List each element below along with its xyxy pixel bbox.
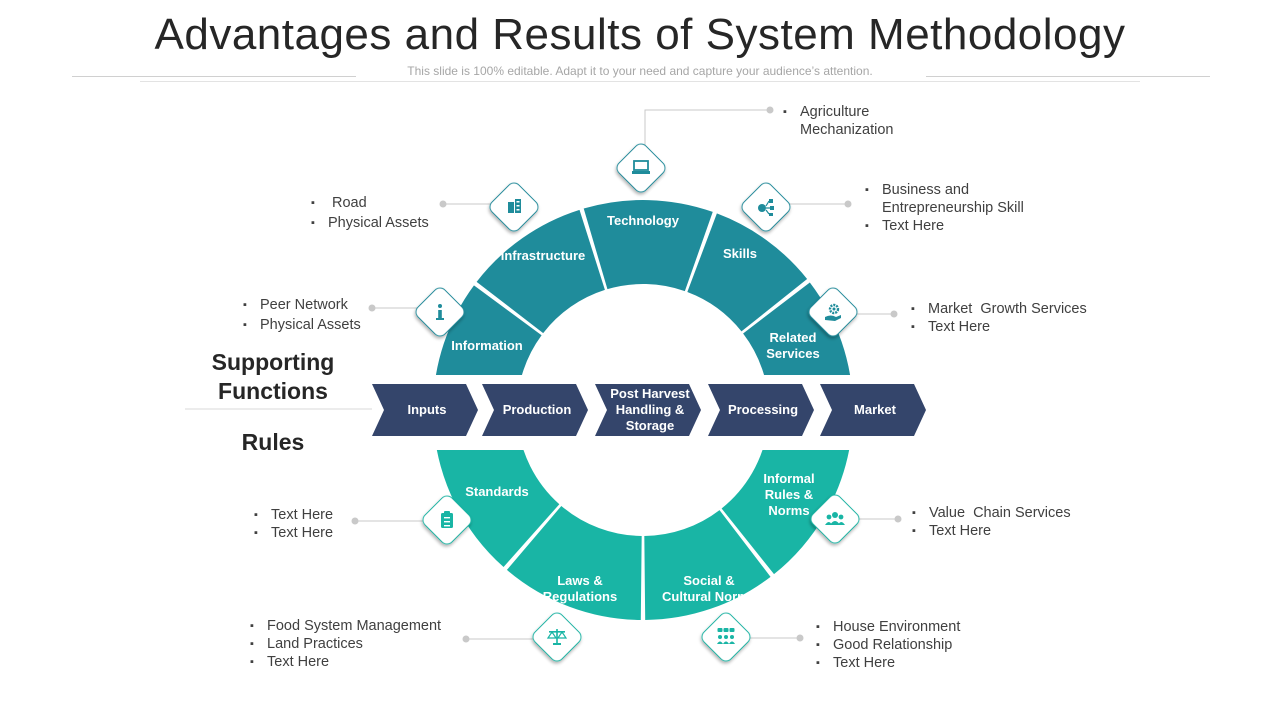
callout-item: Peer Network [240, 296, 361, 314]
segment-technology [583, 200, 713, 292]
callout-informal: Value Chain Services Text Here [909, 504, 1129, 540]
connector-line [644, 109, 770, 145]
callout-item: Good Relationship [813, 636, 960, 654]
segment-label-skills: Skills [723, 246, 757, 261]
callout-skills: Business and Entrepreneurship Skill Text… [862, 181, 1062, 235]
chevron-inputs [372, 384, 478, 436]
connector-dot [890, 310, 898, 318]
people-group-icon [810, 494, 860, 544]
connector-dot [351, 517, 359, 525]
title-rule-left [72, 76, 356, 77]
callout-item: Market Growth Services [908, 300, 1128, 318]
callout-item: Text Here [862, 217, 1062, 235]
callout-item: Text Here [247, 653, 441, 671]
segment-informal-rules-and-norms [721, 450, 850, 575]
chevron-label-inputs: Inputs [408, 402, 447, 417]
chevron-market [820, 384, 926, 436]
callout-item: Text Here [251, 506, 333, 524]
supporting-functions-heading: Supporting Functions [211, 349, 335, 404]
skills-network-icon [741, 182, 791, 232]
chevron-label-processing: Processing [728, 402, 798, 417]
callout-laws: Food System Management Land Practices Te… [247, 617, 441, 671]
callout-infrastructure: Road Physical Assets [308, 194, 429, 232]
callout-item: Text Here [909, 522, 1129, 540]
callout-item: Business and Entrepreneurship Skill [862, 181, 1062, 217]
laptop-icon [616, 143, 666, 193]
segment-social-and-cultural-norms [644, 510, 771, 620]
gear-hand-icon [808, 287, 858, 337]
segment-label-standards: Standards [465, 484, 529, 499]
slide-subtitle: This slide is 100% editable. Adapt it to… [407, 64, 873, 78]
segment-skills [687, 213, 808, 332]
segment-laws-and-regulations [506, 505, 642, 620]
callout-information: Peer Network Physical Assets [240, 296, 361, 334]
callout-social: House Environment Good Relationship Text… [813, 618, 960, 672]
callout-item: Physical Assets [308, 214, 429, 232]
chevron-post-harvest-handling-and-storage [595, 384, 701, 436]
callout-item: House Environment [813, 618, 960, 636]
connector-dot [796, 634, 804, 642]
connector-dot [844, 200, 852, 208]
callout-item: Agriculture Mechanization [780, 103, 920, 139]
building-icon [489, 182, 539, 232]
callout-item: Text Here [251, 524, 333, 542]
segment-label-technology: Technology [607, 213, 680, 228]
segment-label-social-and-cultural-norms: Social &Cultural Norms [662, 573, 756, 604]
callout-item: Physical Assets [240, 316, 361, 334]
callout-item: Food System Management [247, 617, 441, 635]
callout-item: Road [308, 194, 429, 212]
title-rule-under [140, 81, 1140, 82]
segment-icons [415, 143, 860, 662]
callout-related-services: Market Growth Services Text Here [908, 300, 1128, 336]
rules-heading: Rules [241, 429, 305, 455]
community-icon [701, 612, 751, 662]
connector-dot [462, 635, 470, 643]
callout-item: Text Here [813, 654, 960, 672]
segment-label-laws-and-regulations: Laws &Regulations [543, 573, 617, 604]
checklist-icon [422, 495, 472, 545]
callout-standards: Text Here Text Here [251, 506, 333, 542]
connector-dot [766, 106, 774, 114]
info-icon [415, 287, 465, 337]
scales-icon [532, 612, 582, 662]
connector-dot [439, 200, 447, 208]
segment-label-infrastructure: Infrastructure [501, 248, 586, 263]
callout-item: Text Here [908, 318, 1128, 336]
callout-item: Land Practices [247, 635, 441, 653]
segment-infrastructure [476, 209, 605, 334]
chevron-production [482, 384, 588, 436]
callout-technology: Agriculture Mechanization [780, 103, 920, 139]
chevron-label-production: Production [503, 402, 572, 417]
callout-item: Value Chain Services [909, 504, 1129, 522]
connector-dot [894, 515, 902, 523]
segment-label-information: Information [451, 338, 523, 353]
segment-standards [436, 450, 560, 568]
chevron-label-market: Market [854, 402, 897, 417]
slide-title: Advantages and Results of System Methodo… [154, 10, 1126, 59]
supporting-functions-ring: Information Infrastructure TechnologySkill… [435, 200, 851, 375]
chevron-processing [708, 384, 814, 436]
connector-dot [368, 304, 376, 312]
title-rule-right [926, 76, 1210, 77]
